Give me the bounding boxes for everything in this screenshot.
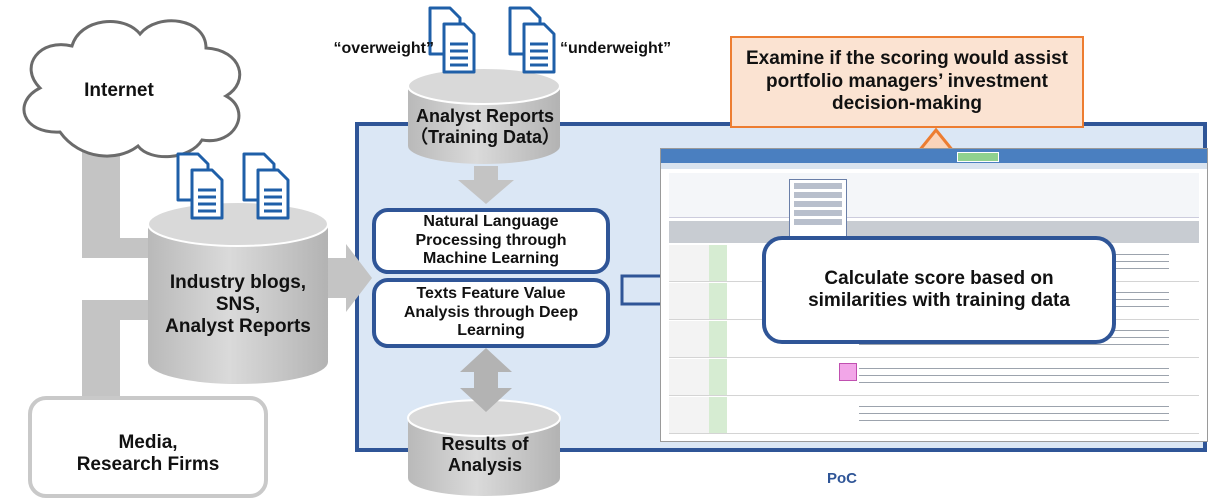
calculate-score-box: Calculate score based on similarities wi… [762,236,1116,344]
screenshot-search-panel [669,173,1199,218]
industry-to-processing-arrow [328,244,372,312]
training-data-label: Analyst Reports （Training Data） [410,106,561,147]
media-box [28,396,268,498]
deep-learning-box: Texts Feature Value Analysis through Dee… [372,278,610,348]
screenshot-title-bar [661,149,1207,163]
examine-text: Examine if the scoring would assist port… [745,47,1069,115]
deep-learning-text: Texts Feature Value Analysis through Dee… [403,285,579,340]
documents-icon [242,152,290,220]
internet-label: Internet [84,80,154,101]
screenshot-highlight-cell [839,363,857,381]
documents-icon [428,6,476,74]
processing-results-double-arrow [460,348,512,412]
industry-sources-label: Industry blogs, SNS, Analyst Reports [165,272,311,337]
training-data-database [407,67,561,164]
results-label: Results of Analysis [441,434,529,475]
underweight-label: “underweight” [560,40,672,57]
examine-box: Examine if the scoring would assist port… [730,36,1084,128]
cloud-icon [22,19,242,159]
screenshot-menu-bar [661,163,1207,169]
training-to-nlp-arrow [458,166,514,204]
screenshot-row [669,359,1199,396]
media-label: Media, Research Firms [76,432,220,475]
screenshot-green-button [957,152,999,162]
nlp-text: Natural Language Processing through Mach… [415,213,567,268]
documents-icon [176,152,224,220]
application-screenshot [660,148,1208,442]
poc-label: PoC [827,470,857,487]
documents-icon [508,6,556,74]
nlp-box: Natural Language Processing through Mach… [372,208,610,274]
results-database [407,399,561,496]
calculate-score-text: Calculate score based on similarities wi… [808,268,1070,311]
overweight-label: “overweight” [333,40,434,57]
screenshot-row [669,397,1199,434]
screenshot-dropdown [789,179,847,241]
